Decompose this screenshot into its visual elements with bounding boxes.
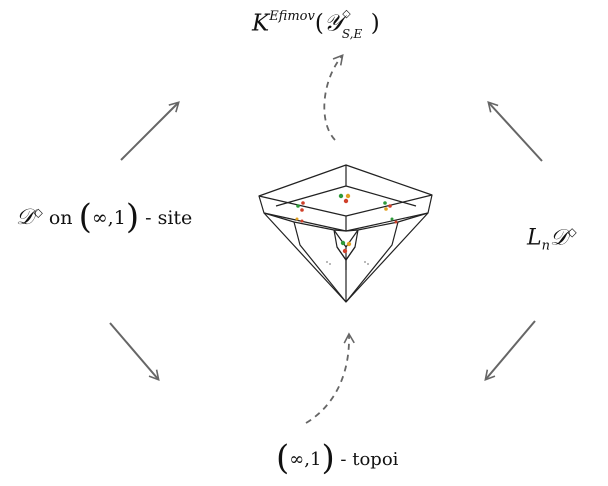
polyhedron-icon — [258, 164, 433, 303]
left-suffix: - site — [139, 207, 193, 229]
left-inner: ∞,1 — [91, 207, 126, 229]
arrow-left-to-bottom — [109, 322, 160, 382]
top-open-paren: ( — [314, 10, 324, 37]
dashed-arrow-down — [305, 332, 355, 424]
top-script-y: 𝒴 — [323, 10, 342, 37]
top-base: K — [252, 10, 270, 37]
polyhedron-dots — [295, 193, 398, 265]
arrow-right-to-top — [487, 101, 543, 162]
bottom-paren-open: ( — [276, 438, 290, 478]
left-diamond: ◇ — [33, 205, 43, 220]
top-subscript: S,E — [341, 27, 363, 42]
top-close-paren: ) — [370, 10, 380, 37]
label-left: 𝒟◇ on (∞,1) - site — [16, 200, 193, 236]
arrow-left-to-top — [120, 101, 180, 161]
right-script-d: 𝒟 — [549, 225, 568, 251]
left-paren-open: ( — [78, 197, 92, 237]
top-superscript: Efimov — [269, 9, 315, 24]
left-paren-close: ) — [125, 197, 140, 237]
bottom-suffix: - topoi — [334, 449, 399, 470]
right-diamond: ◇ — [567, 225, 577, 239]
dashed-arrow-up — [323, 53, 344, 141]
left-on: on — [48, 207, 73, 229]
arrow-right-to-bottom — [484, 320, 536, 382]
right-subscript: n — [541, 238, 550, 254]
label-right: Ln𝒟◇ — [527, 226, 577, 253]
label-top: KEfimov(𝒴S,E ◇) — [252, 8, 380, 42]
top-diamond: ◇ — [342, 6, 351, 20]
left-script-d: 𝒟 — [16, 205, 34, 230]
label-bottom: (∞,1) - topoi — [276, 441, 399, 477]
bottom-inner: ∞,1 — [289, 449, 322, 470]
right-base: L — [527, 225, 542, 251]
bottom-paren-close: ) — [321, 438, 335, 478]
